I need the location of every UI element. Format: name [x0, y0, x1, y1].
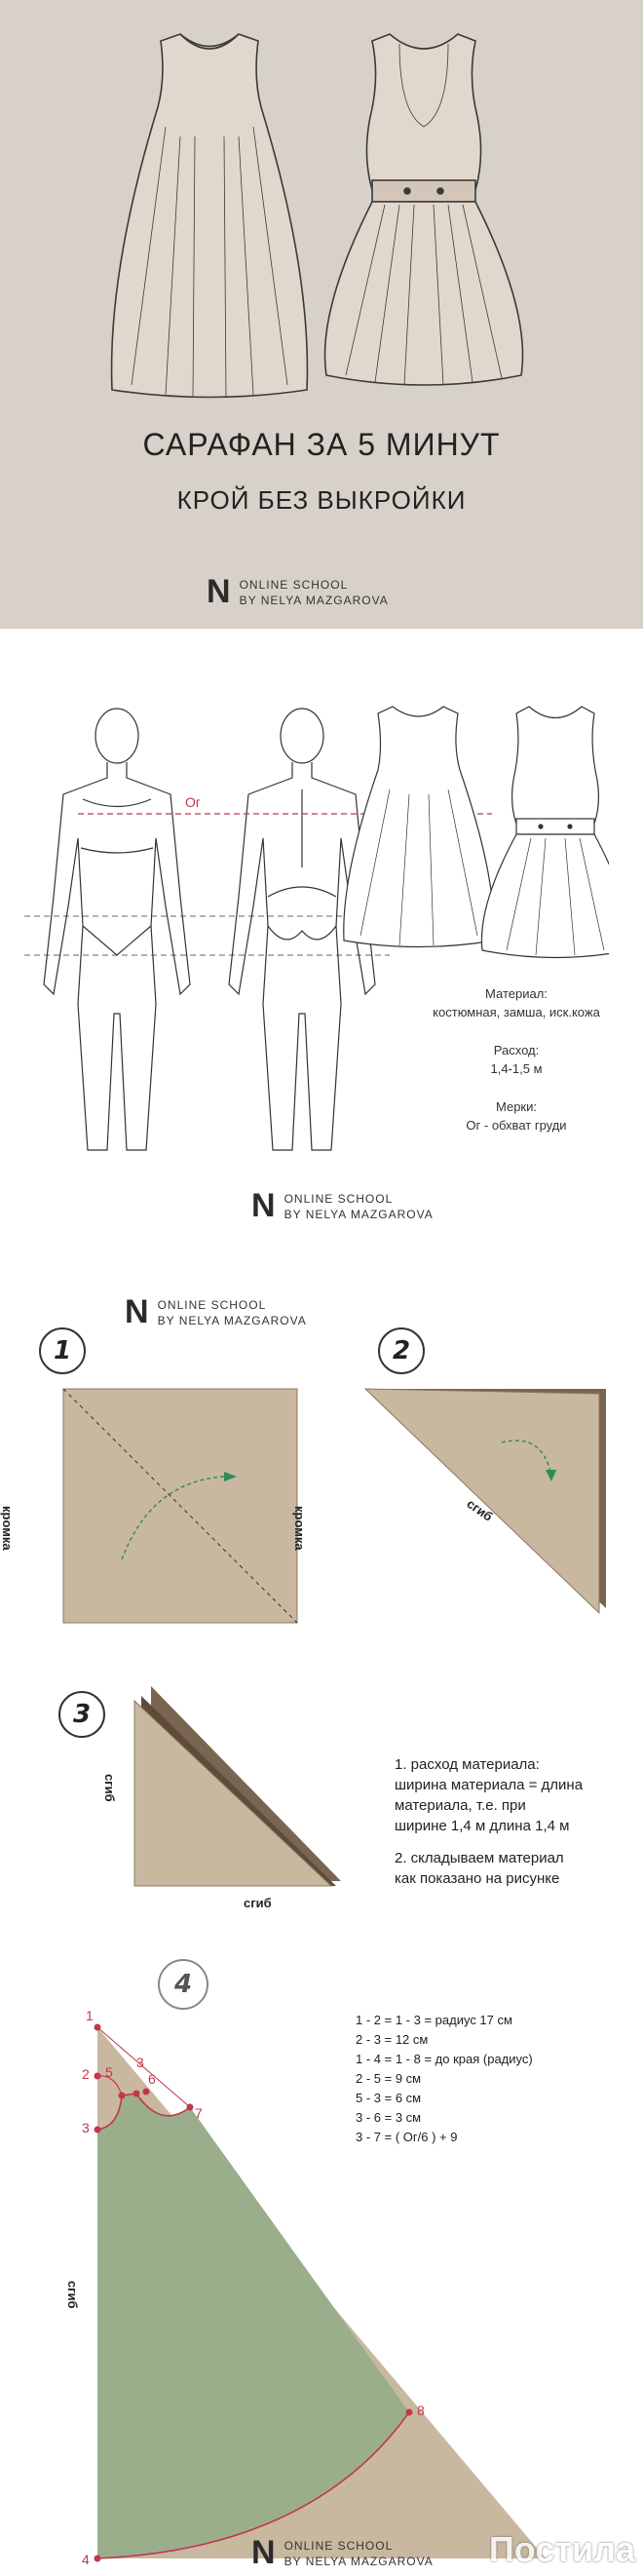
note-1-line-3: материала, т.е. при: [395, 1797, 526, 1814]
formula-line: 5 - 3 = 6 см: [356, 2091, 422, 2105]
step-1-badge: 1: [39, 1327, 86, 1374]
material-title: Материал:: [485, 986, 548, 1001]
formula-line: 1 - 4 = 1 - 8 = до края (радиус): [356, 2052, 533, 2066]
brand-line1: ONLINE SCHOOL: [239, 577, 349, 592]
formula-line: 3 - 7 = ( Ог/6 ) + 9: [356, 2130, 458, 2144]
note-2-line-1: 2. складываем материал: [395, 1850, 564, 1866]
point-label-7: 7: [195, 2105, 203, 2121]
point-label-6: 6: [148, 2071, 156, 2087]
point-label-3: 3: [82, 2120, 90, 2135]
formula-line: 2 - 5 = 9 см: [356, 2071, 422, 2086]
site-watermark: Постила: [488, 2529, 635, 2569]
note-1-line-2: ширина материала = длина: [395, 1777, 584, 1793]
formula-line: 3 - 6 = 3 см: [356, 2110, 422, 2125]
point-label-3b: 3: [136, 2055, 144, 2070]
edge-label-right: кромка: [292, 1506, 307, 1551]
note-1-line-4: ширине 1,4 м длина 1,4 м: [395, 1818, 570, 1834]
formula-line: 2 - 3 = 12 см: [356, 2032, 429, 2047]
brand-line2: BY NELYA MAZGAROVA: [239, 593, 389, 607]
step-2-triangle: [363, 1388, 606, 1615]
point-label-5: 5: [105, 2064, 113, 2080]
fold-label-horizontal: сгиб: [244, 1896, 272, 1910]
fold-label-vertical: сгиб: [102, 1774, 117, 1802]
consumption-title: Расход:: [493, 1043, 540, 1057]
step-2-badge: 2: [378, 1327, 425, 1374]
measures-title: Мерки:: [496, 1099, 537, 1114]
step-4-badge: 4: [158, 1959, 208, 2010]
point-label-1: 1: [86, 2008, 94, 2023]
edge-label-left: кромка: [0, 1506, 15, 1551]
point-label-4: 4: [82, 2552, 90, 2567]
pattern-points: [94, 2023, 413, 2562]
fold-label-pattern: сгиб: [65, 2281, 80, 2309]
brand-logo-3: N ONLINE SCHOOL BY NELYA MAZGAROVA: [125, 1293, 307, 1330]
hero-title: САРАФАН ЗА 5 МИНУТ: [142, 427, 501, 462]
step-1-square: [62, 1388, 298, 1624]
material-info: Материал: костюмная, замша, иск.кожа Рас…: [409, 984, 624, 1134]
note-2-line-2: как показано на рисунке: [395, 1870, 560, 1887]
front-figure: [43, 708, 191, 1151]
brand-logo-hero: N ONLINE SCHOOL BY NELYA MAZGAROVA: [207, 573, 389, 611]
formula-list: 1 - 2 = 1 - 3 = радиус 17 см 2 - 3 = 12 …: [356, 2011, 638, 2147]
measures-value: Ог - обхват груди: [466, 1118, 567, 1133]
brand-logo-4: N ONLINE SCHOOL BY NELYA MAZGAROVA: [251, 2534, 434, 2571]
step-3-badge: 3: [58, 1691, 105, 1738]
note-1-line-1: 1. расход материала:: [395, 1756, 540, 1773]
pattern-draft: [94, 2023, 546, 2562]
dress-illustrations: [110, 33, 524, 399]
dress-sketches: [343, 706, 609, 959]
step-notes: 1. расход материала: ширина материала = …: [395, 1754, 628, 1889]
step-3-triangle: [133, 1686, 341, 1887]
back-figure: [228, 708, 376, 1151]
brand-mark: N: [207, 573, 231, 610]
brand-logo-2: N ONLINE SCHOOL BY NELYA MAZGAROVA: [251, 1187, 434, 1224]
bust-label: Ог: [185, 794, 201, 810]
material-value: костюмная, замша, иск.кожа: [433, 1005, 600, 1019]
point-label-2: 2: [82, 2066, 90, 2082]
belted-dress-drawing: [323, 33, 524, 386]
consumption-value: 1,4-1,5 м: [490, 1061, 543, 1076]
point-label-8: 8: [417, 2403, 425, 2418]
a-line-dress-drawing: [110, 33, 309, 399]
hero-subtitle: КРОЙ БЕЗ ВЫКРОЙКИ: [176, 485, 467, 515]
formula-line: 1 - 2 = 1 - 3 = радиус 17 см: [356, 2013, 512, 2027]
body-figures: Ог: [24, 706, 609, 1151]
hero-banner: САРАФАН ЗА 5 МИНУТ КРОЙ БЕЗ ВЫКРОЙКИ N O…: [0, 0, 643, 629]
